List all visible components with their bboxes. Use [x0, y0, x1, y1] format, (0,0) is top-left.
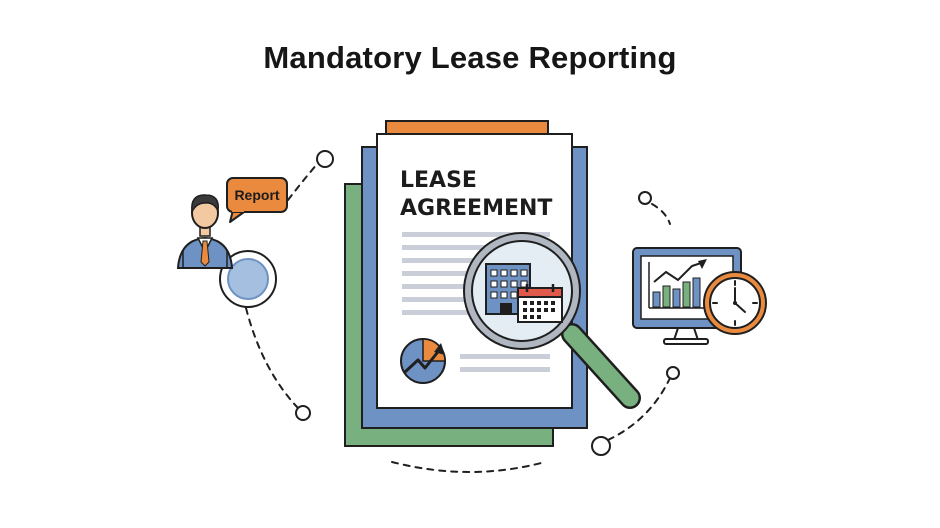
calendar-icon [517, 284, 563, 323]
page-title: Mandatory Lease Reporting [263, 40, 677, 75]
speech-bubble-label: Report [234, 187, 279, 203]
connector-nodes [295, 150, 680, 456]
magnifier-icon [463, 232, 641, 409]
clock-icon [703, 271, 767, 335]
document-heading-line2: AGREEMENT [400, 196, 552, 221]
monitor-chart-icon [632, 247, 742, 345]
growth-chart-icon [400, 338, 446, 384]
person-icon [176, 194, 277, 308]
dashed-connectors [245, 162, 671, 473]
document-heading-line1: LEASE [400, 168, 477, 193]
speech-bubble-icon [226, 177, 288, 223]
